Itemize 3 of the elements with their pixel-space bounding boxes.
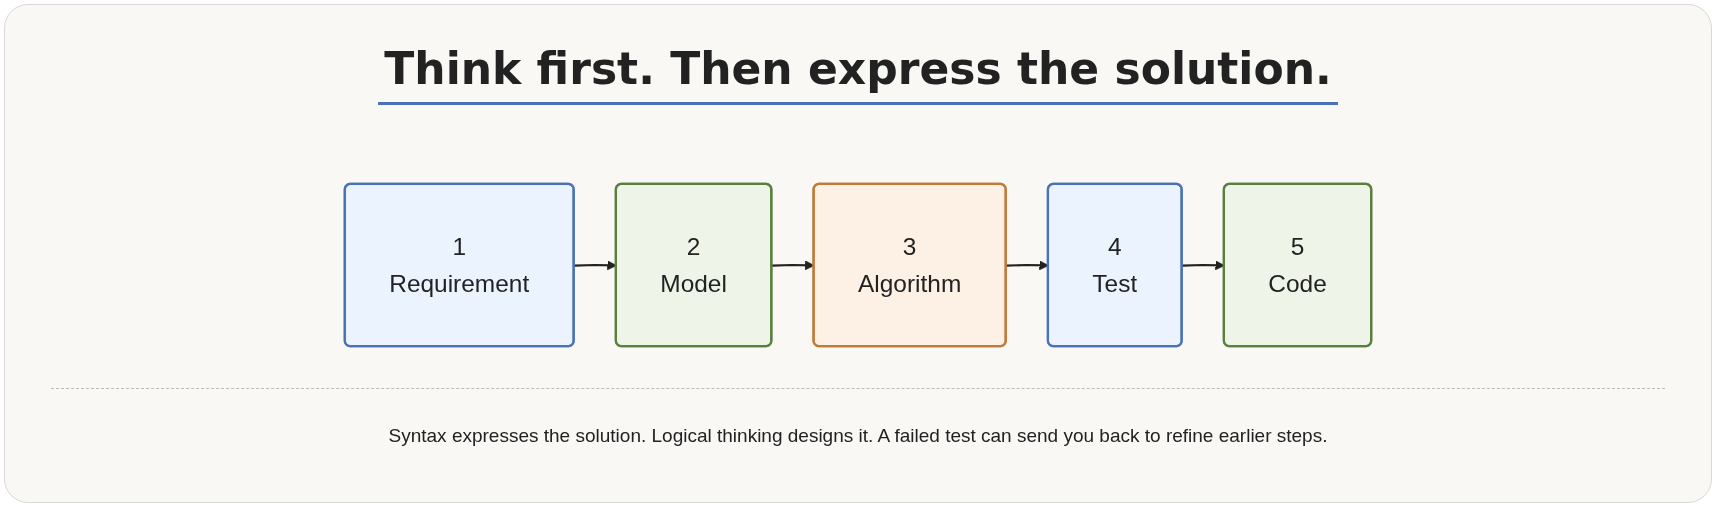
flowchart: 1 Requirement 2 Model 3 Algorithm 4 Test 5 Code (45, 175, 1671, 355)
title: Think first. Then express the solution. (378, 43, 1338, 105)
caption: Syntax expresses the solution. Logical thinking designs it. A failed test can send you back to refine earlier steps. (388, 425, 1328, 447)
